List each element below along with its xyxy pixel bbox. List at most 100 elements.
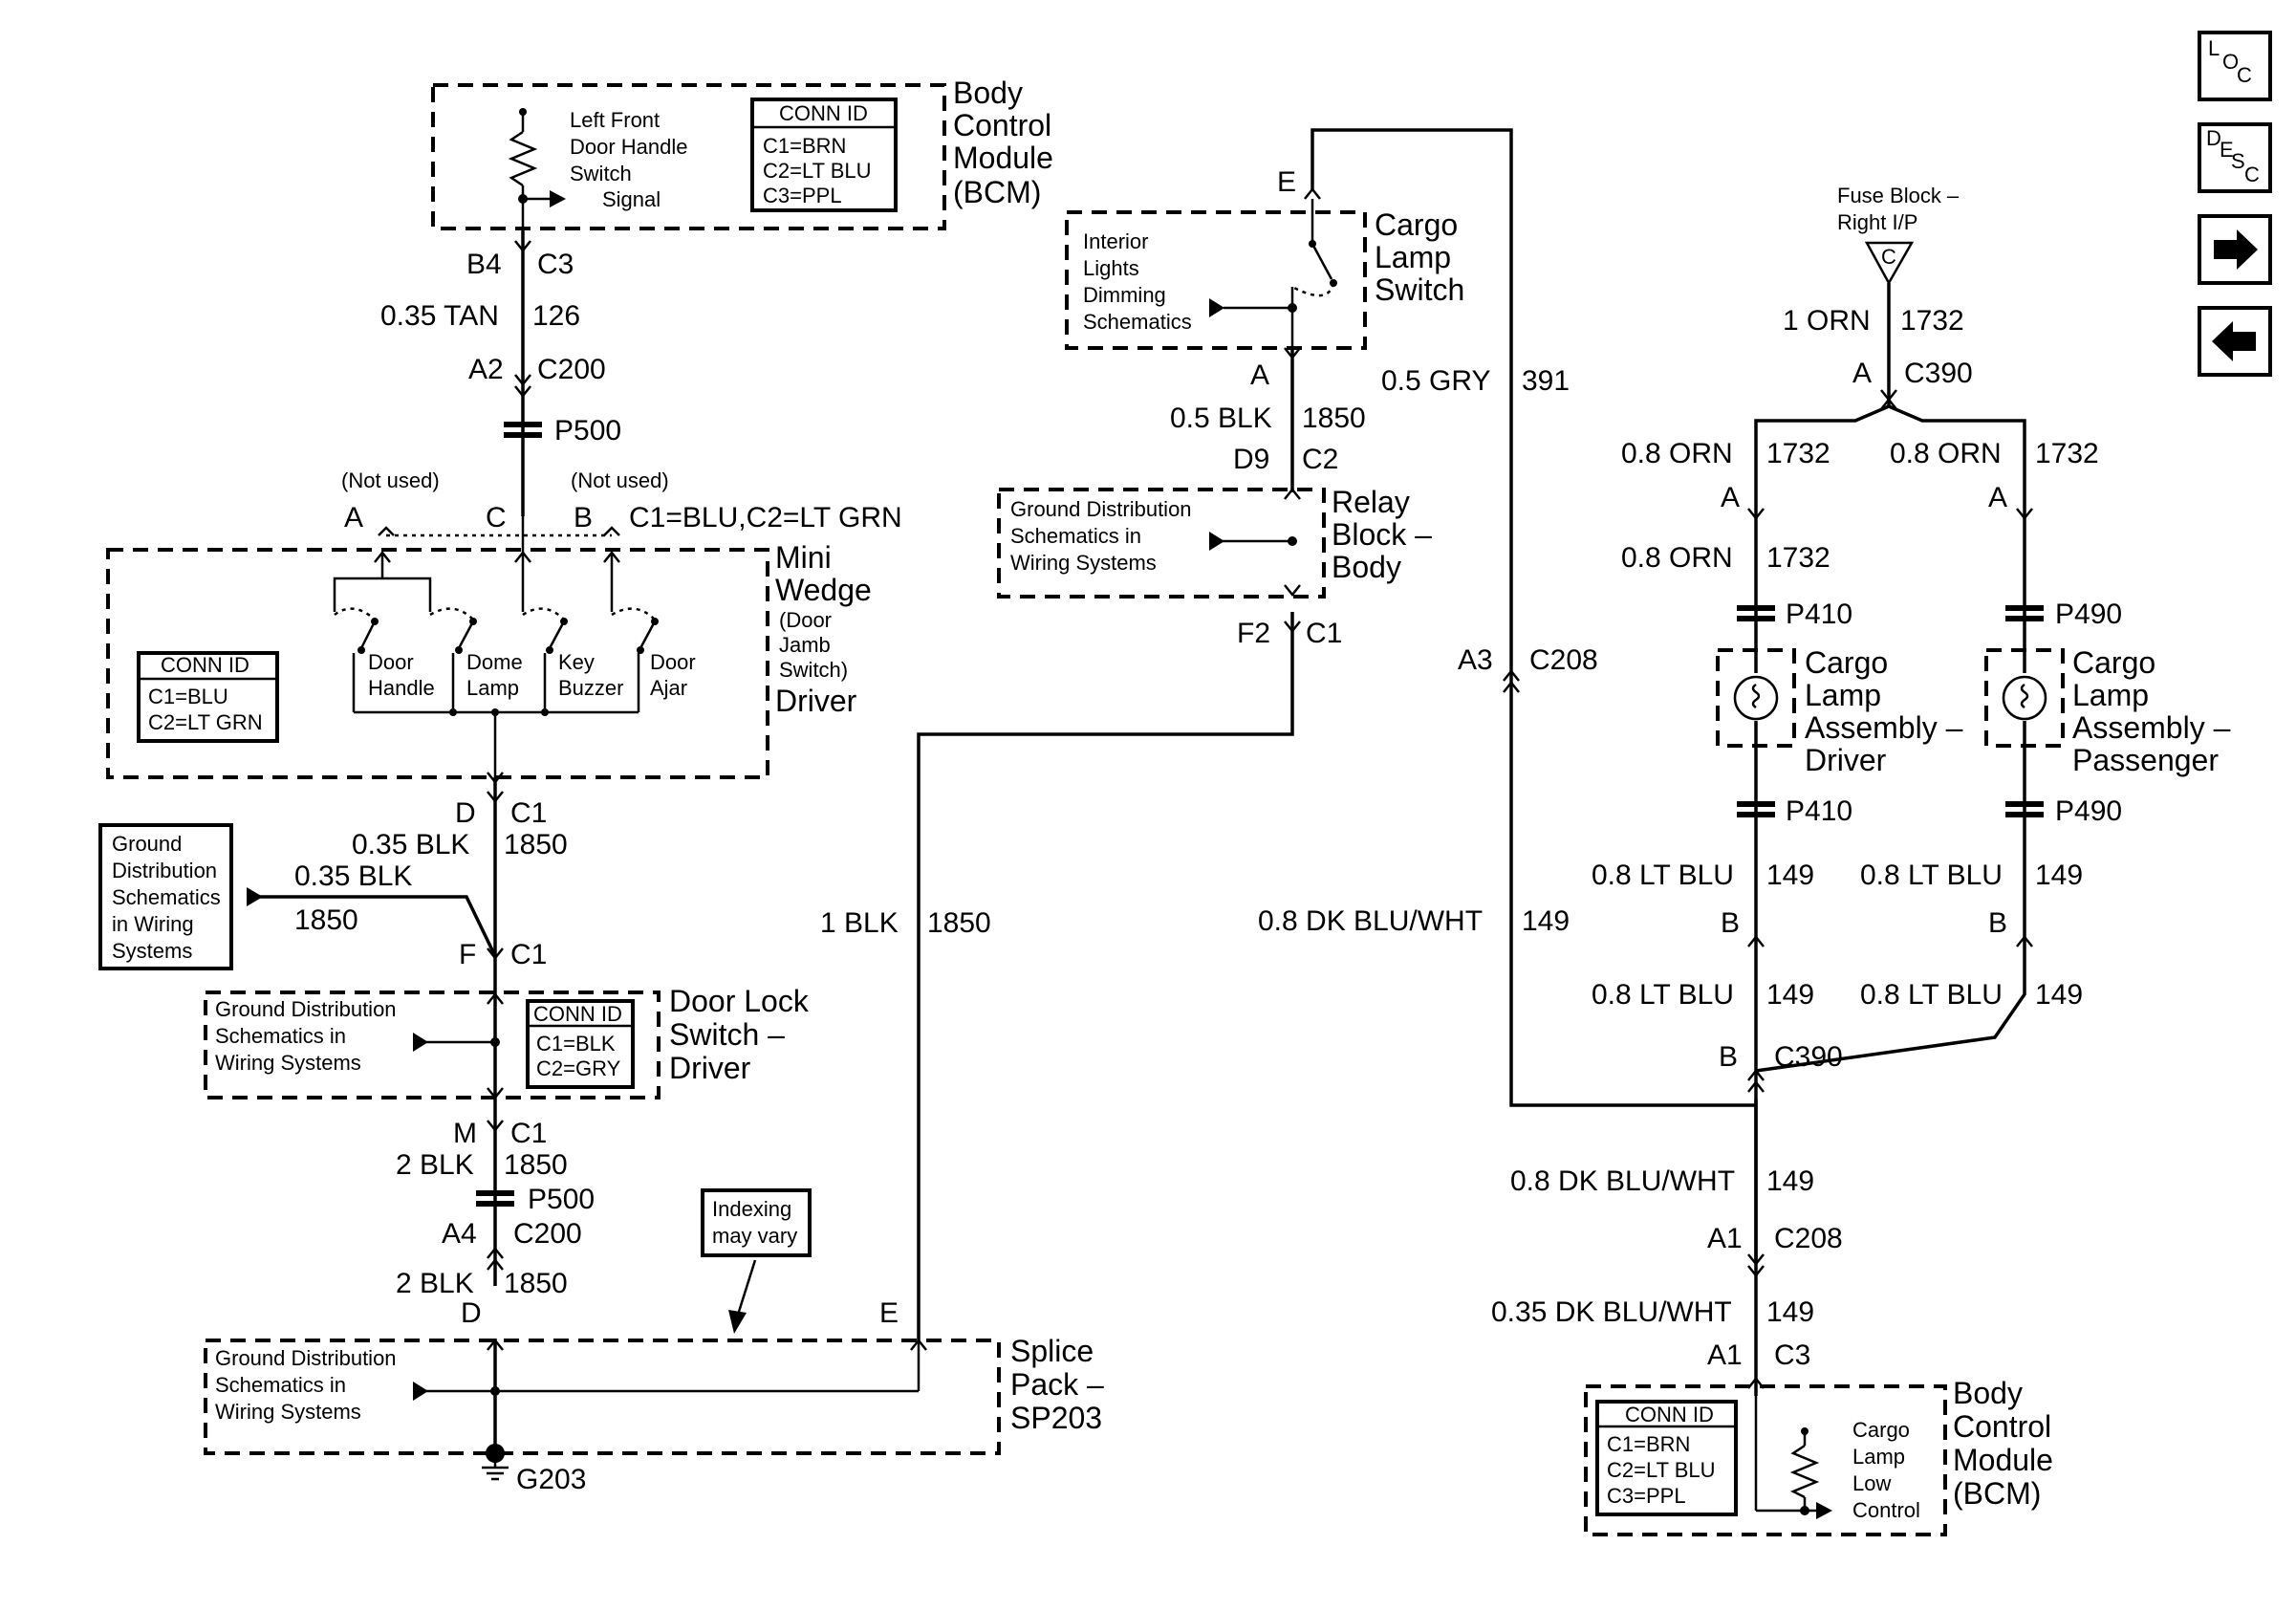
pin-d9: D9 [1233,444,1269,475]
loc-l: L [2208,36,2220,60]
pin-b: B [574,502,593,533]
conn-c200: C200 [537,354,606,385]
arrow-left-icon [2212,321,2256,361]
dim-2: Lights [1083,256,1139,280]
not-used-b: (Not used) [571,468,669,492]
bcm-bot-signal-4: Control [1852,1498,1920,1522]
pass-title-3: Assembly – [2072,710,2231,745]
wire-d-gauge: 0.35 BLK [352,829,469,860]
pass-pin-b: B [1988,907,2007,939]
pin-m: M [453,1118,477,1149]
door-lock-conn-header: CONN ID [533,1002,622,1026]
center-blk-gauge: 1 BLK [820,907,899,939]
inline-p500-bottom: P500 [528,1184,595,1215]
inline-p500-top: P500 [554,415,621,446]
bcm-bot-conn-1: C1=BRN [1607,1432,1690,1456]
dim-4: Schematics [1083,310,1192,334]
splice-gnd-1: Ground Distribution [215,1346,397,1370]
wire-m-circuit-2: 1850 [504,1268,568,1299]
relay-gnd-2: Schematics in [1010,524,1141,548]
wire-1850-lower: 2 BLK 1850 P500 A4 C200 2 BLK 1850 D [396,1149,595,1329]
bcm-bot-title-4: (BCM) [1953,1476,2041,1511]
switch-label-dome: Dome [466,650,523,674]
bcm-bot-signal-1: Cargo [1852,1418,1910,1442]
bcm-top-conn-2: C2=LT BLU [763,159,872,183]
gnd-left-circuit: 1850 [294,904,358,936]
relay-gnd-3: Wiring Systems [1010,551,1157,575]
conn-c3: C3 [537,249,574,280]
relay-title-1: Relay [1332,485,1410,519]
not-used-a: (Not used) [341,468,440,492]
bcm-bot-title-2: Control [1953,1409,2051,1444]
door-lock-title-1: Door Lock [669,984,810,1018]
pin-a1: A1 [1707,1223,1743,1254]
bcm-bottom: CONN ID C1=BRN C2=LT BLU C3=PPL Cargo La… [1584,1376,2053,1536]
door-lock-gnd-3: Wiring Systems [215,1051,361,1075]
bcm-top-signal-3: Switch [570,162,632,185]
drv-title-2: Lamp [1805,678,1881,712]
pass-title-1: Cargo [2072,645,2155,680]
conn-c1-m: C1 [510,1118,547,1149]
relay-gnd-1: Ground Distribution [1010,497,1192,521]
desc-s: S [2231,149,2245,173]
drv-gauge-b2: 0.8 LT BLU [1592,979,1734,1011]
pass-inline-top: P490 [2055,599,2122,630]
cargo-lamp-switch: E Interior Lights Dimming Schematics Car… [1065,128,1756,1107]
fuse-title-1: Fuse Block – [1837,184,1960,207]
gnd-left-3: Schematics [112,885,221,909]
ground-g203: G203 [516,1464,586,1495]
switch-label-door: Door [368,650,414,674]
door-lock-gnd-2: Schematics in [215,1024,346,1048]
pass-gauge-b: 0.8 LT BLU [1860,860,2003,891]
gnd-left-1: Ground [112,832,182,856]
fuse-gauge: 1 ORN [1783,305,1871,337]
indexing-2: may vary [712,1224,797,1248]
mini-wedge-conn-1: C1=BLU [148,685,228,708]
bcm-top-title-1: Body [953,76,1023,110]
bcm-top-signal-2: Door Handle [570,135,688,159]
switch-key-buzzer [522,607,568,712]
switch-label-handle: Handle [368,676,435,700]
gnd-left-2: Distribution [112,859,217,882]
desc-button[interactable]: D E S C [2198,122,2272,193]
bcm-bot-conn-2: C2=LT BLU [1607,1458,1716,1482]
fuse-title-2: Right I/P [1837,210,1917,234]
bcm-bot-conn-3: C3=PPL [1607,1484,1686,1508]
switch-door-handle [334,607,379,712]
prev-button[interactable] [2198,306,2272,377]
dk-blu-circuit: 149 [1522,905,1570,937]
splice-title-2: Pack – [1010,1367,1104,1402]
wire-126: B4 C3 0.35 TAN 126 A2 C200 P500 [380,229,621,516]
switch-dome-lamp [429,607,477,712]
wire-1-blk: 1 BLK 1850 [820,612,1294,1340]
door-lock-gnd-1: Ground Distribution [215,997,397,1021]
dk-blu-gauge: 0.8 DK BLU/WHT [1258,905,1483,937]
pass-circuit-b: 149 [2035,860,2083,891]
pin-a-cargo: A [1250,359,1269,391]
door-lock-title-3: Driver [669,1051,751,1085]
drv-circuit-b2: 149 [1766,979,1814,1011]
switch-label-key: Key [558,650,595,674]
drv-gauge-b: 0.8 LT BLU [1592,860,1734,891]
mini-wedge-switch: (Not used) (Not used) A C B C1=BLU,C2=LT… [106,468,902,785]
splice-pack-sp203: Indexing may vary Ground Distribution Sc… [204,1188,1104,1495]
pin-d-splice: D [461,1297,482,1329]
drv-circuit-mid: 1732 [1766,542,1830,574]
next-button[interactable] [2198,214,2272,285]
pin-a-fuse: A [1852,358,1872,389]
loc-button[interactable]: L O C [2198,31,2272,101]
pass-inline-bot: P490 [2055,795,2122,827]
switch-label-lamp: Lamp [466,676,519,700]
mini-wedge-conn-header: CONN ID [161,653,249,677]
switch-door-ajar [611,607,659,712]
pin-a3: A3 [1458,644,1493,676]
mini-wedge-sub-1: (Door [779,608,832,632]
cargo-lamp-assembly-passenger: 0.8 ORN 1732 A P490 Cargo Lamp Assembly … [1755,438,2231,1073]
desc-e: E [2220,138,2234,162]
conn-c390: C390 [1904,358,1973,389]
mini-wedge-title-1: Mini [775,540,832,575]
wire-391: 0.5 GRY 391 A3 C208 0.8 DK BLU/WHT 149 [1258,365,1598,937]
relay-title-2: Block – [1332,517,1432,552]
loc-o: O [2222,50,2239,74]
